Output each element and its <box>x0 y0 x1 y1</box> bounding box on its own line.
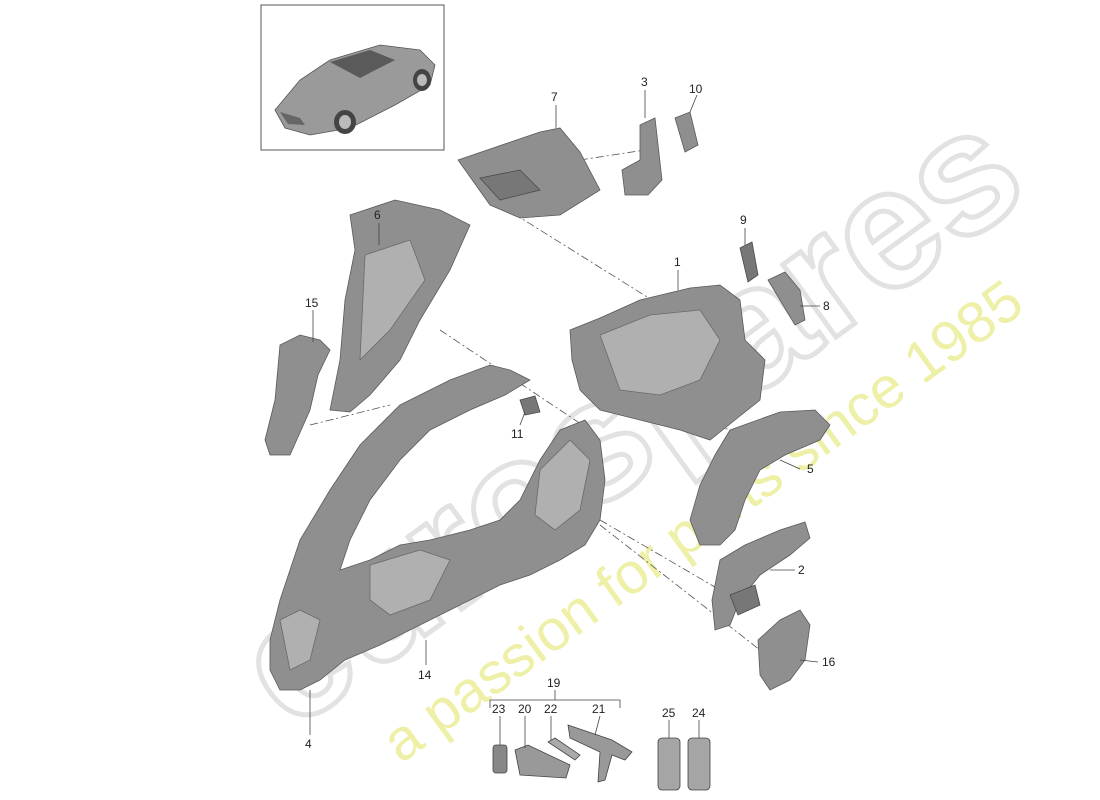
callout-16[interactable]: 16 <box>822 655 836 669</box>
callout-22[interactable]: 22 <box>544 702 558 716</box>
part-3-bracket[interactable] <box>621 117 663 196</box>
part-24-canister[interactable] <box>687 737 711 791</box>
part-1-quarter-panel[interactable] <box>569 284 766 441</box>
car-icon <box>274 44 436 136</box>
callout-19[interactable]: 19 <box>547 676 561 690</box>
callout-10[interactable]: 10 <box>689 82 703 96</box>
part-14-side-frame[interactable] <box>269 364 606 691</box>
callout-3[interactable]: 3 <box>641 75 648 89</box>
part-10-plate[interactable] <box>674 111 699 153</box>
callout-6[interactable]: 6 <box>374 208 381 222</box>
callout-4[interactable]: 4 <box>305 737 312 751</box>
part-7-panel[interactable] <box>457 127 601 219</box>
callout-11[interactable]: 11 <box>511 427 524 441</box>
part-8-hinge[interactable] <box>767 271 806 326</box>
part-23-cartridge[interactable] <box>492 744 508 774</box>
callout-5[interactable]: 5 <box>807 462 814 476</box>
callout-25[interactable]: 25 <box>662 706 676 720</box>
callout-24[interactable]: 24 <box>692 706 706 720</box>
part-11-clip[interactable] <box>519 395 541 416</box>
callout-15[interactable]: 15 <box>305 296 319 310</box>
part-9-clip[interactable] <box>739 241 759 283</box>
part-6-pillar[interactable] <box>329 199 471 413</box>
part-22-nozzle[interactable] <box>547 737 581 761</box>
callout-9[interactable]: 9 <box>740 213 747 227</box>
callout-21[interactable]: 21 <box>592 702 606 716</box>
callouts: 7 3 10 6 9 1 15 8 11 5 2 16 14 19 4 23 2… <box>305 75 836 751</box>
part-15-strip[interactable] <box>264 334 331 456</box>
callout-7[interactable]: 7 <box>551 90 558 104</box>
group-19-bracket <box>489 690 621 708</box>
callout-8[interactable]: 8 <box>823 299 830 313</box>
car-thumbnail[interactable] <box>260 4 445 151</box>
callout-2[interactable]: 2 <box>798 563 805 577</box>
callout-23[interactable]: 23 <box>492 702 506 716</box>
part-5-wheel-arch[interactable] <box>689 409 831 546</box>
callout-1[interactable]: 1 <box>674 255 681 269</box>
part-2-inner-panel[interactable] <box>711 521 811 631</box>
callout-20[interactable]: 20 <box>518 702 532 716</box>
part-16-bracket[interactable] <box>757 609 811 691</box>
part-21-applicator-gun[interactable] <box>567 724 633 783</box>
callout-14[interactable]: 14 <box>418 668 432 682</box>
leader-lines <box>309 90 820 748</box>
part-25-canister[interactable] <box>657 737 681 791</box>
part-20-tube[interactable] <box>514 744 571 779</box>
